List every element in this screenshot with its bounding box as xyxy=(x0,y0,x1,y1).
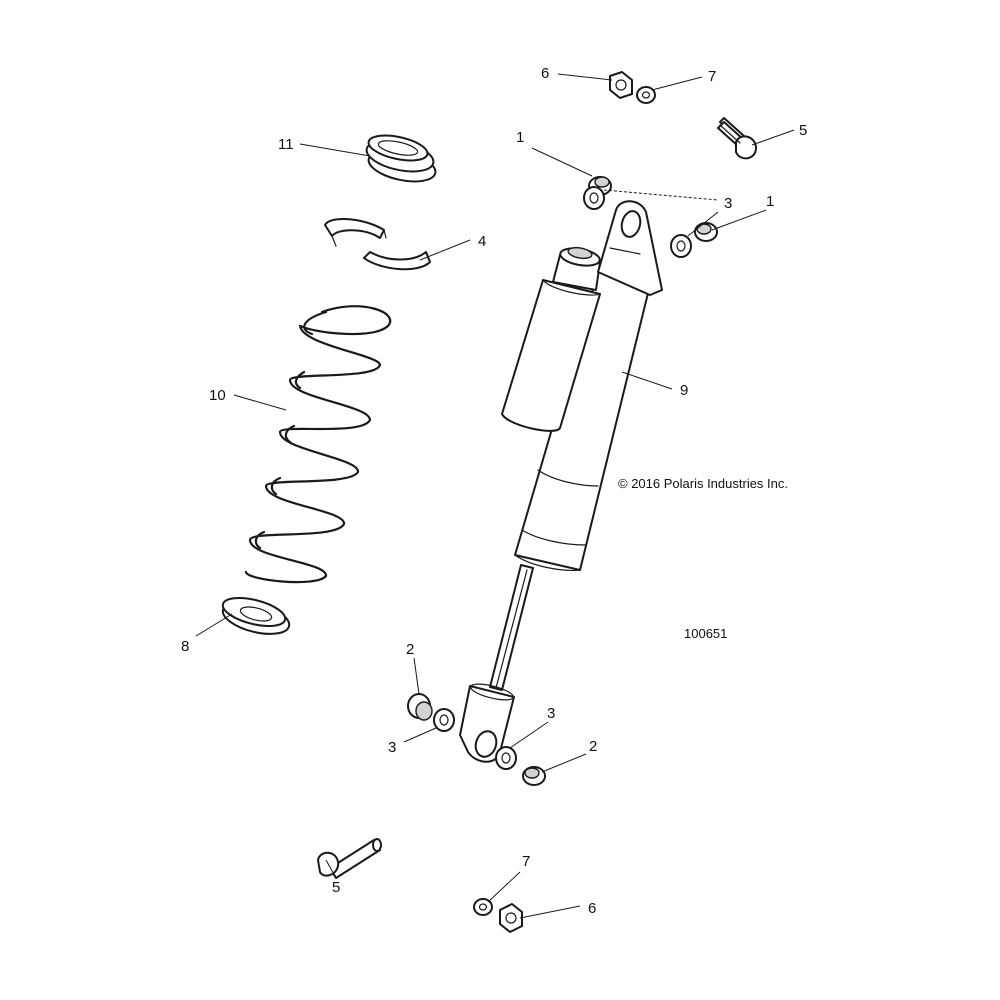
spacer-upper-right xyxy=(670,234,692,258)
spacer-lower-right xyxy=(495,746,517,770)
diagram-number: 100651 xyxy=(684,626,727,641)
callout-2-lower-left: 2 xyxy=(406,641,414,658)
callout-3-lower-left: 3 xyxy=(388,739,396,756)
washer-upper xyxy=(636,86,656,104)
bushing-lower-left xyxy=(407,693,433,721)
spacer-upper-left xyxy=(583,186,605,210)
coil-spring xyxy=(244,305,392,584)
callout-10: 10 xyxy=(209,387,226,404)
callout-6-upper: 6 xyxy=(541,65,549,82)
callout-7-lower: 7 xyxy=(522,853,530,870)
bolt-upper xyxy=(717,117,757,160)
callout-5-upper: 5 xyxy=(799,122,807,139)
copyright-notice: © 2016 Polaris Industries Inc. xyxy=(618,476,788,491)
reservoir-cap xyxy=(552,246,601,291)
washer-lower xyxy=(473,898,493,916)
spacer-lower-left xyxy=(433,708,455,732)
nut-lower xyxy=(499,903,523,933)
shock-lower-eye xyxy=(459,683,515,763)
piston-rod xyxy=(489,564,534,691)
callout-5-lower: 5 xyxy=(332,879,340,896)
leader-lines xyxy=(195,73,795,919)
bushing-lower-right xyxy=(522,766,546,786)
callout-7-upper: 7 xyxy=(708,68,716,85)
callout-2-lower-right: 2 xyxy=(589,738,597,755)
bushing-upper-right xyxy=(694,222,718,242)
shock-reservoir xyxy=(501,279,601,432)
callout-8: 8 xyxy=(181,638,189,655)
callout-1-upper-left: 1 xyxy=(516,129,524,146)
callout-6-lower: 6 xyxy=(588,900,596,917)
spring-retainer-top xyxy=(365,134,437,183)
callout-11: 11 xyxy=(278,136,294,153)
shock-upper-mount xyxy=(597,200,663,296)
callout-9: 9 xyxy=(680,382,688,399)
split-collar xyxy=(324,218,431,271)
shock-absorber xyxy=(459,200,663,763)
spring-seat-bottom xyxy=(221,597,291,635)
callout-1-upper-right: 1 xyxy=(766,193,774,210)
callout-labels: 11 4 10 8 9 6 7 5 1 3 1 2 3 3 2 5 7 6 xyxy=(181,65,807,917)
callout-3-upper: 3 xyxy=(724,195,732,212)
callout-3-lower-right: 3 xyxy=(547,705,555,722)
callout-4: 4 xyxy=(478,233,486,250)
bolt-lower xyxy=(317,838,382,879)
nut-upper xyxy=(609,71,633,99)
